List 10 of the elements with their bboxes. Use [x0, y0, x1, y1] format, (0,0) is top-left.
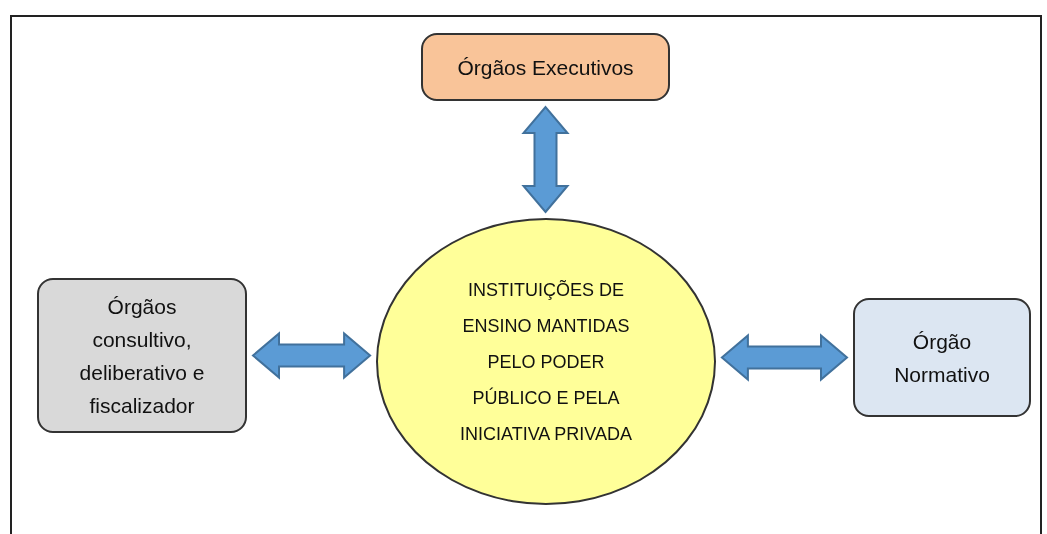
double-arrow	[251, 331, 372, 380]
node-label: INSTITUIÇÕES DE ENSINO MANTIDAS PELO PODER PÚBLICO E PELA INICIATIVA PRIVADA	[458, 278, 633, 446]
node-label: Órgãos consultivo, deliberativo e fiscalizador	[78, 293, 206, 419]
node-label: Órgão Normativo	[893, 328, 991, 388]
rounded-box	[853, 298, 1031, 417]
double-arrow	[720, 333, 849, 382]
double-arrow	[521, 105, 570, 214]
rounded-box	[37, 278, 247, 433]
rounded-box	[421, 33, 670, 101]
node-label: Órgãos Executivos	[457, 54, 634, 81]
